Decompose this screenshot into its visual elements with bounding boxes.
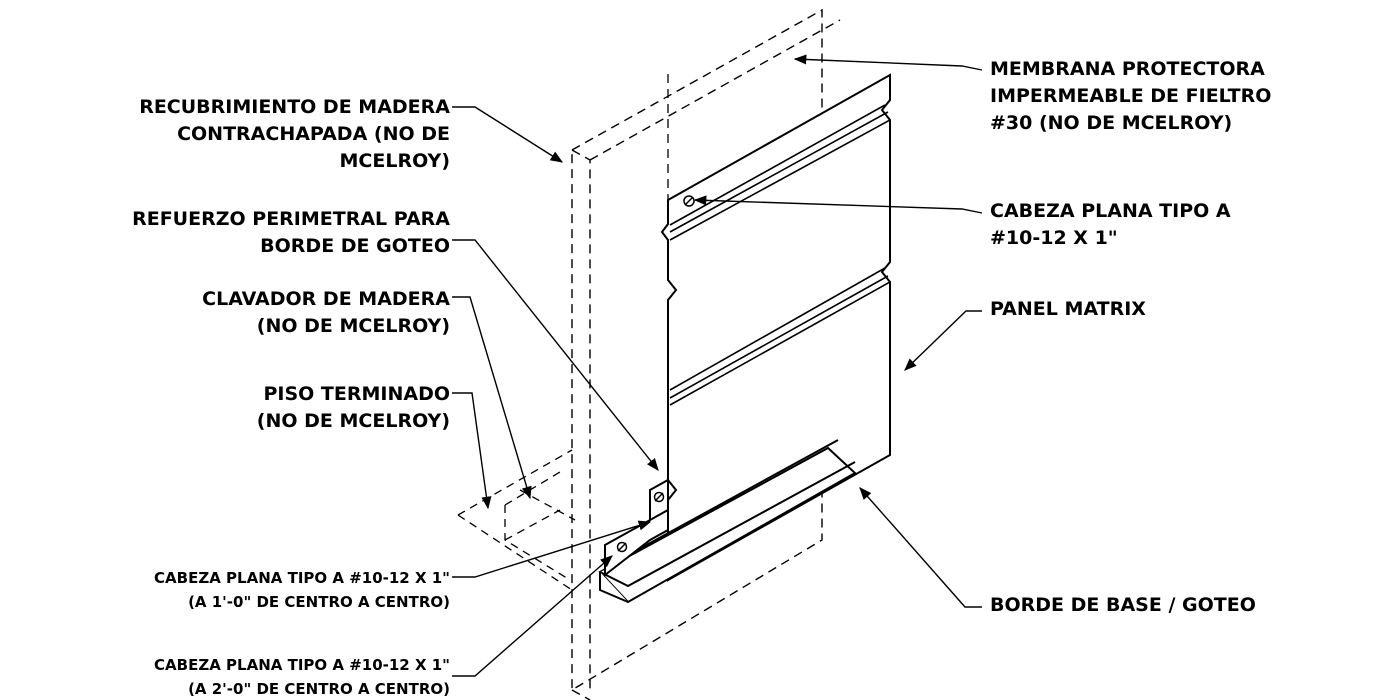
label-panel-matrix: PANEL MATRIX — [990, 298, 1146, 320]
leader-lines — [452, 54, 983, 677]
label-cabeza-2: CABEZA PLANA TIPO A #10-12 X 1" (A 2'-0"… — [154, 656, 450, 698]
label-recubrimiento: RECUBRIMIENTO DE MADERA CONTRACHAPADA (N… — [139, 96, 450, 172]
label-refuerzo: REFUERZO PERIMETRAL PARA BORDE DE GOTEO — [132, 208, 450, 257]
drip-edge-reinforcement — [604, 478, 669, 578]
base-drip-trim — [598, 439, 857, 604]
label-clavador: CLAVADOR DE MADERA (NO DE MCELROY) — [202, 288, 450, 337]
label-cabeza-plana-panel: CABEZA PLANA TIPO A #10-12 X 1" — [990, 200, 1231, 249]
label-borde-base: BORDE DE BASE / GOTEO — [990, 594, 1256, 616]
label-piso: PISO TERMINADO (NO DE MCELROY) — [256, 383, 450, 432]
label-cabeza-1: CABEZA PLANA TIPO A #10-12 X 1" (A 1'-0"… — [154, 569, 450, 611]
finished-floor — [457, 449, 576, 591]
label-membrana: MEMBRANA PROTECTORA IMPERMEABLE DE FIELT… — [990, 58, 1272, 134]
plywood-sheathing — [571, 8, 841, 700]
screw-icons — [616, 195, 695, 553]
